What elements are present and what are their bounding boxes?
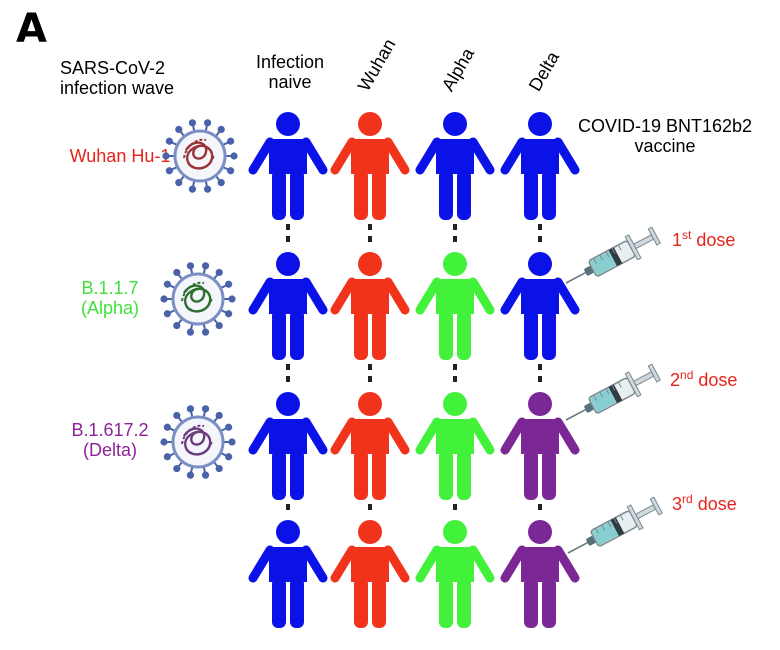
column-header-line: naive — [268, 72, 312, 92]
person-icon — [415, 252, 495, 360]
person-icon — [248, 392, 328, 500]
dose-number: 2 — [670, 370, 681, 390]
person-icon — [330, 252, 410, 360]
person-icon — [248, 252, 328, 360]
dose-label-1: 1st dose — [672, 228, 735, 251]
person-icon — [415, 392, 495, 500]
column-header-line: Infection — [255, 52, 325, 72]
variant-label-wuhan: Wuhan Hu-1 — [50, 146, 190, 166]
person-icon — [500, 252, 580, 360]
person-icon — [248, 520, 328, 628]
variant-label-line: (Alpha) — [80, 298, 140, 318]
infection-wave-title-line: infection wave — [60, 78, 175, 98]
person-icon — [248, 112, 328, 220]
dose-ordinal: rd — [682, 492, 693, 506]
virus-icon — [162, 119, 238, 193]
dose-text: dose — [692, 494, 737, 514]
column-header-infection-naive: Infection naive — [250, 52, 330, 92]
virus-icon — [160, 262, 236, 336]
syringe-icon — [565, 226, 661, 284]
person-icon — [415, 520, 495, 628]
variant-label-delta: B.1.617.2 (Delta) — [40, 420, 180, 460]
person-icon — [415, 112, 495, 220]
variant-label-line: B.1.1.7 — [81, 278, 139, 298]
dose-text: dose — [691, 230, 736, 250]
variant-label-line: Wuhan Hu-1 — [69, 146, 171, 166]
panel-letter: A — [16, 6, 47, 52]
syringe-icon — [565, 363, 661, 421]
dose-label-3: 3rd dose — [672, 492, 737, 515]
dose-number: 3 — [672, 494, 683, 514]
vaccine-title-line: vaccine — [634, 136, 696, 156]
dose-label-2: 2nd dose — [670, 368, 737, 391]
person-icon — [330, 392, 410, 500]
vaccine-title: COVID-19 BNT162b2 vaccine — [570, 116, 760, 156]
infection-wave-title: SARS-CoV-2 infection wave — [60, 58, 174, 98]
dose-ordinal: st — [682, 228, 692, 242]
variant-label-line: (Delta) — [82, 440, 137, 460]
dose-ordinal: nd — [680, 368, 694, 382]
infection-wave-title-line: SARS-CoV-2 — [60, 58, 166, 78]
person-icon — [330, 520, 410, 628]
vaccine-title-line: COVID-19 BNT162b2 — [577, 116, 753, 136]
dose-text: dose — [693, 370, 738, 390]
syringe-icon — [567, 496, 663, 554]
variant-label-line: B.1.617.2 — [71, 420, 149, 440]
person-icon — [330, 112, 410, 220]
person-icon — [500, 520, 580, 628]
dose-number: 1 — [672, 230, 683, 250]
person-icon — [500, 392, 580, 500]
variant-label-alpha: B.1.1.7 (Alpha) — [40, 278, 180, 318]
person-icon — [500, 112, 580, 220]
virus-icon — [160, 405, 236, 479]
